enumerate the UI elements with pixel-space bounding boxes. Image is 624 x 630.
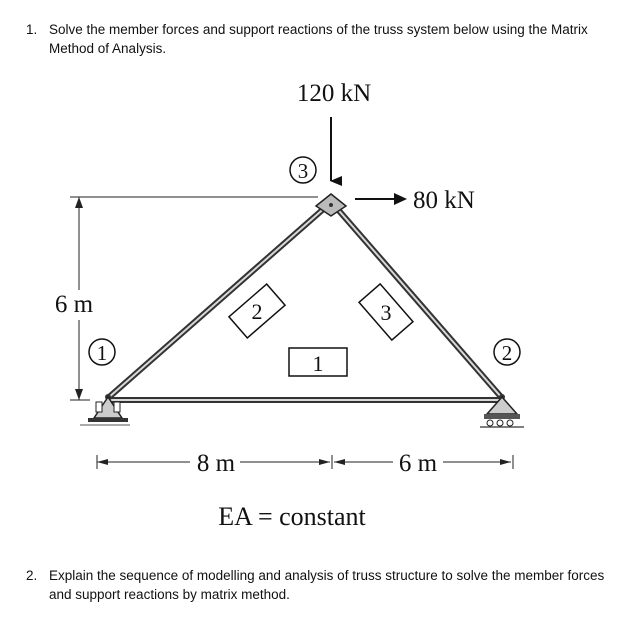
question-1: 1. Solve the member forces and support r… xyxy=(26,20,606,58)
member-1-label: 1 xyxy=(313,351,324,376)
member-2-label: 2 xyxy=(252,299,263,324)
truss-members xyxy=(106,202,505,403)
question-number: 2. xyxy=(26,568,38,583)
roller-support-right xyxy=(480,395,524,428)
question-text: Explain the sequence of modelling and an… xyxy=(49,568,605,602)
member-3-tag: 3 xyxy=(357,282,415,342)
node-3-label: 3 xyxy=(298,159,309,183)
ea-constant-label: EA = constant xyxy=(218,502,366,531)
node-3-circle xyxy=(289,156,317,184)
span-dimension xyxy=(96,455,514,469)
question-text: Solve the member forces and support reac… xyxy=(49,22,588,56)
height-dimension-label: 6 m xyxy=(55,291,94,318)
span-left-label: 8 m xyxy=(197,450,236,477)
pin-support-left xyxy=(80,395,130,426)
horizontal-load-arrowhead xyxy=(394,193,407,205)
node-1-label: 1 xyxy=(97,341,108,365)
height-dimension xyxy=(70,196,318,401)
span-right-label: 6 m xyxy=(399,450,438,477)
horizontal-load-label: 80 kN xyxy=(413,187,475,214)
node-1-circle xyxy=(88,338,116,366)
member-1-tag xyxy=(288,347,348,377)
node-2-label: 2 xyxy=(502,341,513,365)
member-3-line-inner xyxy=(333,204,503,399)
question-2: 2. Explain the sequence of modelling and… xyxy=(26,566,606,604)
question-number: 1. xyxy=(26,22,38,37)
member-2-line-inner xyxy=(107,204,329,399)
node-2-circle xyxy=(493,338,521,366)
vertical-load-label: 120 kN xyxy=(297,80,371,107)
member-2-tag: 2 xyxy=(227,282,287,340)
member-3-label: 3 xyxy=(381,300,392,325)
